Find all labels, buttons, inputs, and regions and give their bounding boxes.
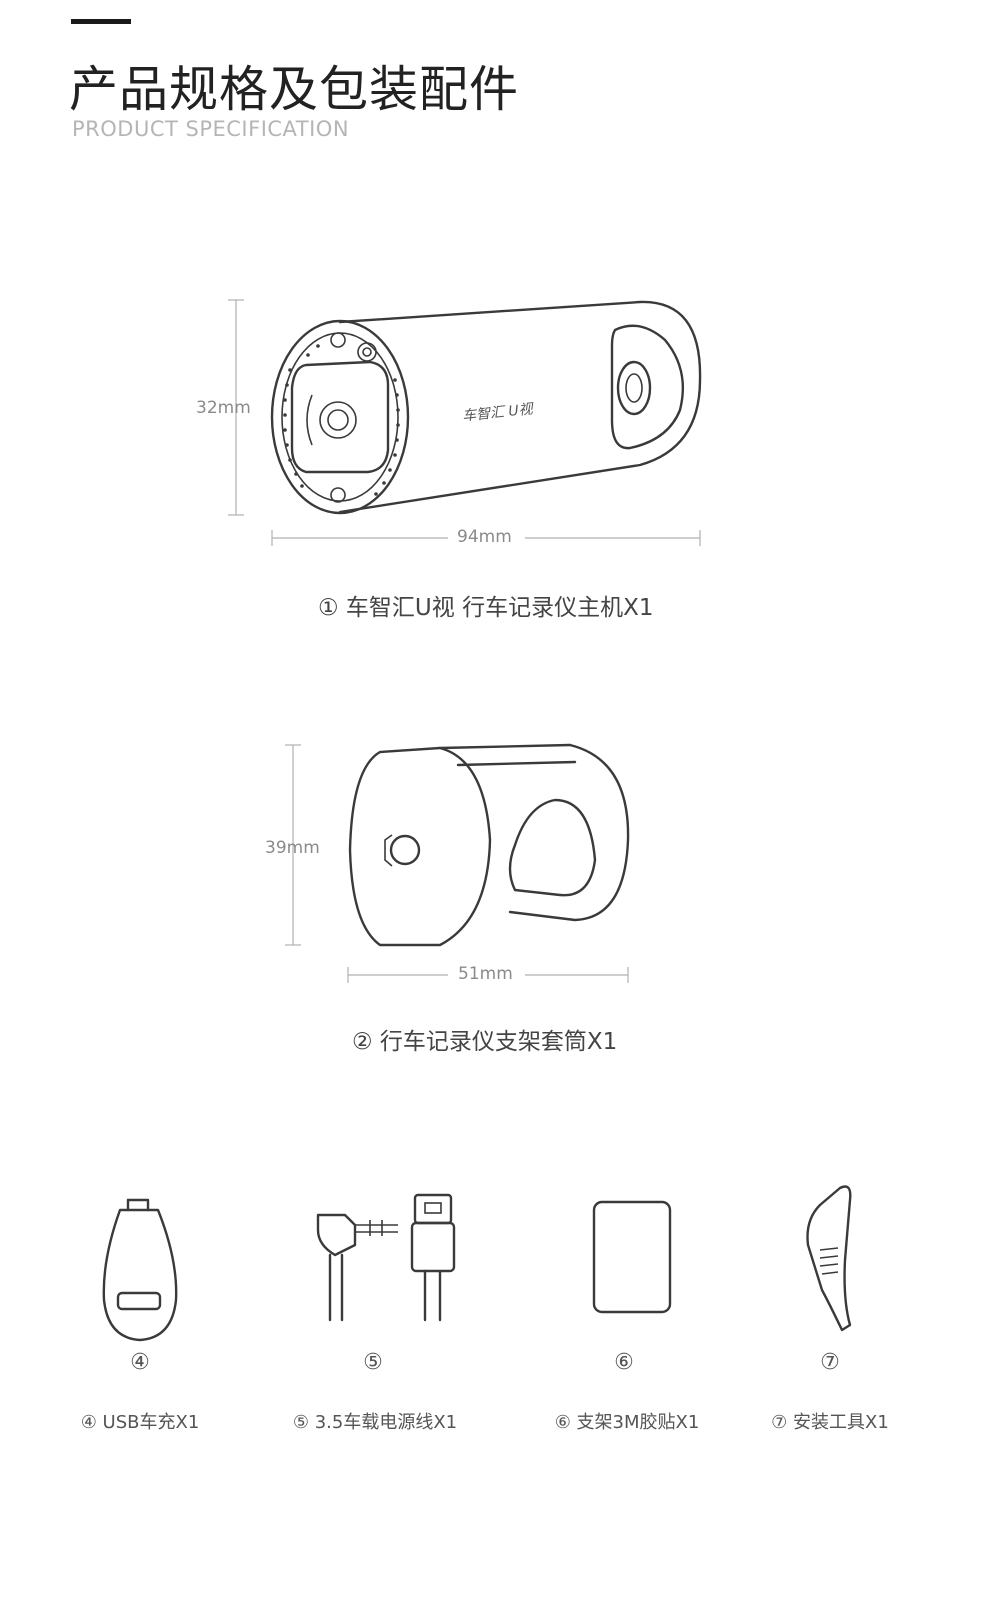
main-unit-width-label: 94mm (457, 527, 512, 547)
mount-sleeve-caption: ② 行车记录仪支架套筒X1 (352, 1029, 618, 1055)
accessory-number-4: ④ (130, 1350, 150, 1375)
mount-width-label: 51mm (458, 964, 513, 984)
main-unit-height-label: 32mm (196, 398, 251, 418)
accessory-caption-adhesive-pad: ⑥ 支架3M胶贴X1 (554, 1412, 700, 1433)
accessory-caption-install-tool: ⑦ 安装工具X1 (771, 1412, 889, 1433)
accessory-number-7: ⑦ (820, 1350, 840, 1375)
accessory-number-6: ⑥ (614, 1350, 634, 1375)
accessory-caption-usb-charger: ④ USB车充X1 (80, 1412, 200, 1433)
mount-height-label: 39mm (265, 838, 320, 858)
main-unit-caption: ① 车智汇U视 行车记录仪主机X1 (318, 595, 654, 621)
page-subtitle: PRODUCT SPECIFICATION (72, 117, 350, 141)
accessory-number-5: ⑤ (363, 1350, 383, 1375)
header-accent-bar (71, 19, 131, 24)
accessory-caption-power-cable: ⑤ 3.5车载电源线X1 (292, 1412, 458, 1433)
page-title: 产品规格及包装配件 (69, 61, 520, 118)
